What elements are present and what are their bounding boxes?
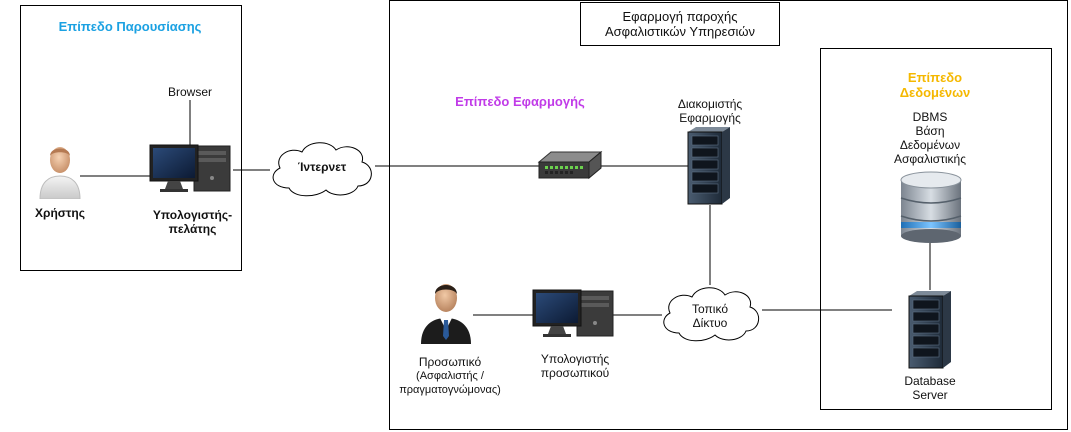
staff-icon [421, 284, 471, 344]
app-server-label: Διακομιστής Εφαρμογής [677, 97, 743, 125]
database-server-icon [908, 291, 951, 369]
staff-role-label: (Ασφαλιστής / πραγματογνώμονας) [399, 370, 501, 396]
staff-pc-label: Υπολογιστής προσωπικού [540, 352, 610, 380]
presentation-tier-title: Επίπεδο Παρουσίασης [58, 19, 202, 34]
browser-label: Browser [167, 85, 212, 99]
database-server-label: Database Server [904, 374, 956, 402]
internet-label: Ίντερνετ [297, 160, 347, 174]
presentation-tier-box [20, 5, 242, 271]
data-tier-box [820, 48, 1052, 410]
user-icon [39, 147, 81, 199]
local-network-label: Τοπικό Δίκτυο [692, 302, 728, 330]
staff-pc-icon [532, 289, 614, 337]
user-label: Χρήστης [35, 206, 85, 220]
application-tier-title: Επίπεδο Εφαρμογής [455, 94, 585, 109]
database-icon [900, 171, 962, 243]
application-box [389, 0, 1068, 430]
data-tier-title: Επίπεδο Δεδομένων [899, 70, 971, 100]
client-pc-icon [149, 144, 231, 192]
network-switch-icon [537, 150, 603, 180]
client-pc-label: Υπολογιστής- πελάτης [152, 208, 233, 236]
internet-cloud-icon [272, 142, 372, 197]
local-network-cloud-icon [663, 287, 759, 342]
application-title: Εφαρμογή παροχής Ασφαλιστικών Υπηρεσιών [580, 2, 780, 46]
app-server-icon [687, 127, 730, 205]
dbms-label: DBMS Βάση Δεδομένων Ασφαλιστικής [893, 110, 967, 166]
staff-label: Προσωπικό [418, 355, 482, 369]
